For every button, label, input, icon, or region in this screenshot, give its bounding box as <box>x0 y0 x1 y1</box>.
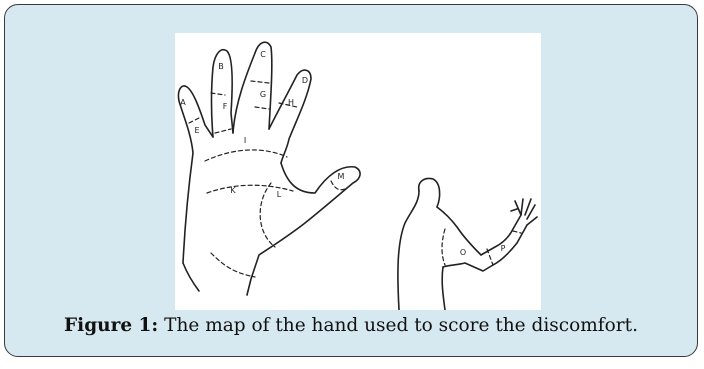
figure-caption-label: Figure 1: <box>64 315 158 336</box>
figure-caption-text: The map of the hand used to score the di… <box>158 315 638 336</box>
zone-label-p: P <box>501 244 506 253</box>
zone-label-l: L <box>277 190 282 199</box>
zone-label-c: C <box>260 50 266 59</box>
hand-outline <box>178 42 360 295</box>
figure-caption: Figure 1: The map of the hand used to sc… <box>5 315 697 336</box>
zone-label-m: M <box>338 172 345 181</box>
hand-map-image: A B C D E F G H I K L M <box>175 33 541 310</box>
zone-label-b: B <box>218 62 224 71</box>
zone-label-f: F <box>223 102 228 111</box>
figure-box: A B C D E F G H I K L M <box>4 4 698 357</box>
zone-dividers <box>189 81 345 277</box>
zone-label-h: H <box>288 98 294 107</box>
torso-letters: O P <box>460 244 506 257</box>
zone-label-e: E <box>194 126 199 135</box>
zone-label-o: O <box>460 248 466 257</box>
hand-map-drawing: A B C D E F G H I K L M <box>175 33 541 310</box>
zone-label-g: G <box>260 90 266 99</box>
zone-label-a: A <box>180 98 186 107</box>
zone-label-i: I <box>244 136 246 145</box>
torso-outline <box>398 179 537 311</box>
zone-label-d: D <box>302 76 308 85</box>
zone-label-k: K <box>230 186 236 195</box>
